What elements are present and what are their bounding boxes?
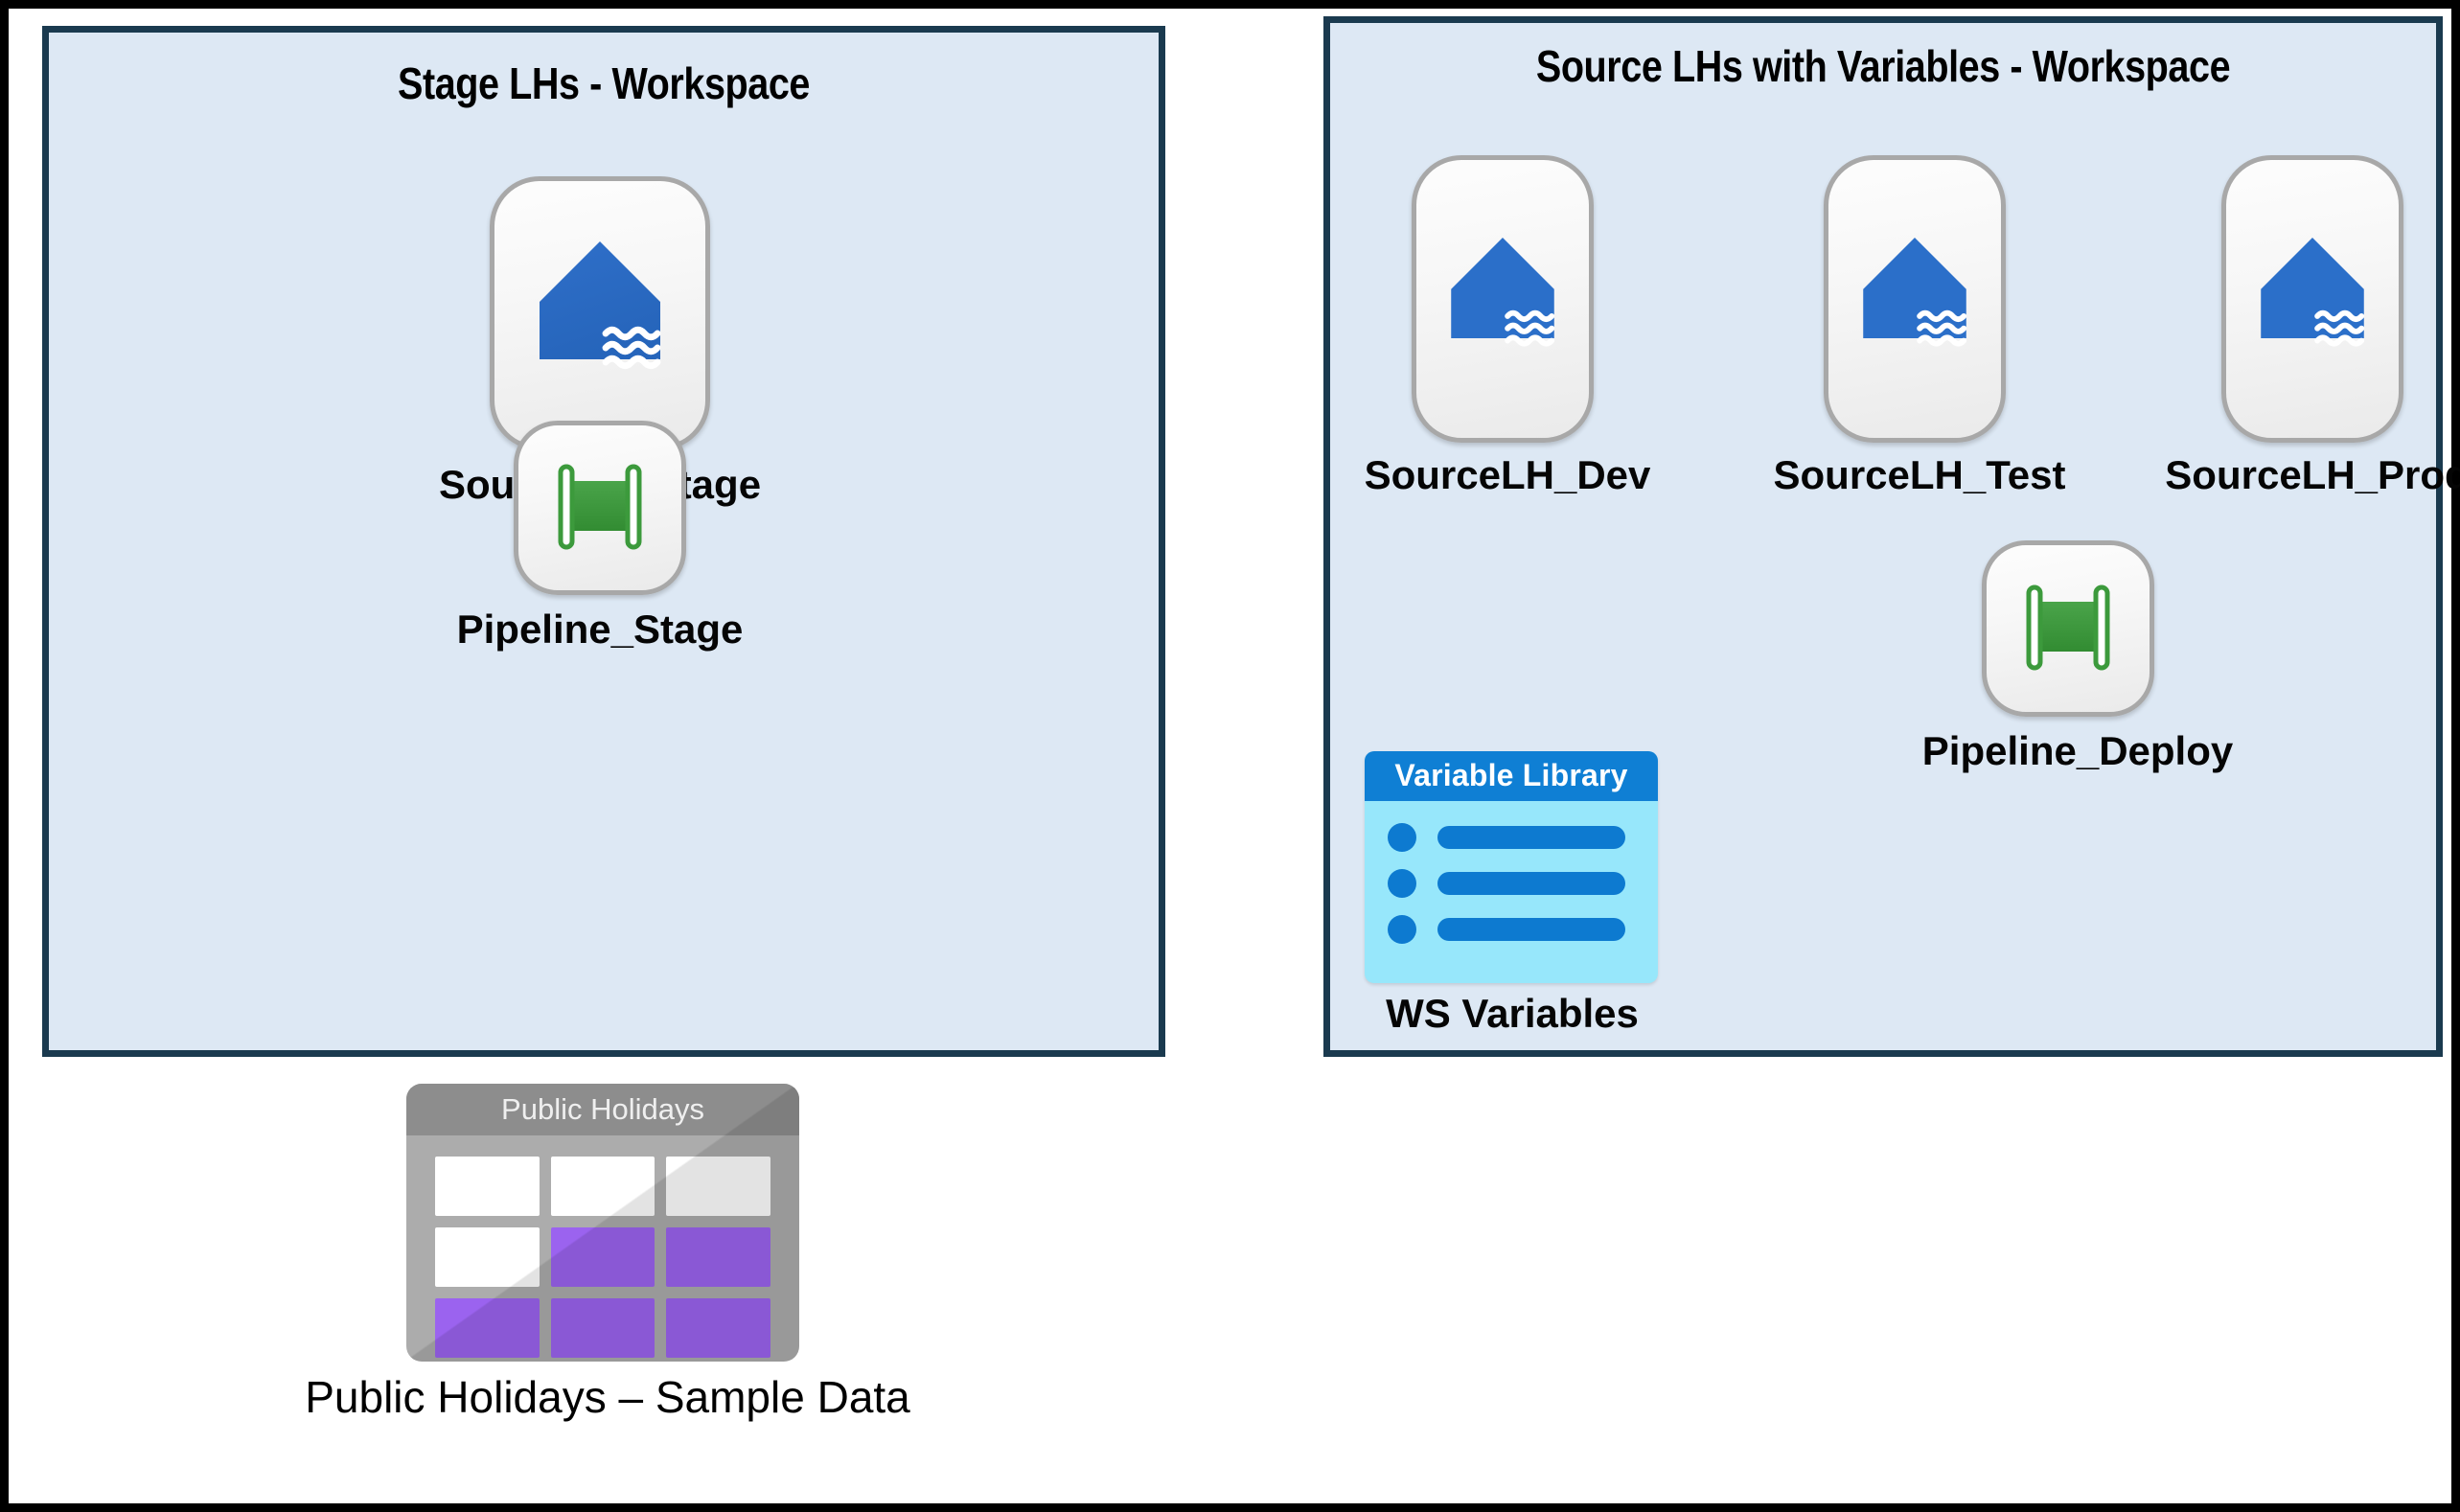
variable-library-body xyxy=(1365,801,1658,968)
table-artifact-icon[interactable]: Public Holidays xyxy=(406,1084,799,1362)
table-artifact-caption: Public Holidays – Sample Data xyxy=(305,1372,910,1422)
item-label-sourcelh-prod: SourceLH_Prod xyxy=(2165,452,2460,497)
lakehouse-icon xyxy=(528,239,672,388)
table-artifact-header: Public Holidays xyxy=(406,1084,799,1135)
variable-bar xyxy=(1437,872,1625,895)
panel-title-stage: Stage LHs - Workspace xyxy=(398,58,810,108)
item-pipeline-deploy[interactable]: Pipeline_Deploy xyxy=(1922,540,2233,847)
item-label-sourcelh-test: SourceLH_Test xyxy=(1773,452,2066,497)
lakehouse-tile-prod[interactable] xyxy=(2221,155,2403,443)
bullet-icon xyxy=(1388,915,1416,944)
variable-bar xyxy=(1437,918,1625,941)
lakehouse-icon xyxy=(1441,235,1564,363)
item-sourcelh-test[interactable]: SourceLH_Test xyxy=(1774,155,2065,519)
item-sourcelh-dev[interactable]: SourceLH_Dev xyxy=(1365,155,1650,519)
item-ws-variables[interactable]: Variable Library WS Varia xyxy=(1349,751,1675,1039)
variable-row xyxy=(1365,906,1658,952)
variable-bar xyxy=(1437,826,1625,849)
table-cell xyxy=(550,1157,655,1216)
item-label-sourcelh-dev: SourceLH_Dev xyxy=(1364,452,1651,497)
item-pipeline-stage[interactable]: Pipeline_Stage xyxy=(457,421,743,737)
item-label-pipeline-deploy: Pipeline_Deploy xyxy=(1921,728,2234,773)
variable-row xyxy=(1365,814,1658,860)
variable-library-icon[interactable]: Variable Library xyxy=(1365,751,1658,983)
lakehouse-tile-stage[interactable] xyxy=(490,176,710,450)
table-grid xyxy=(406,1135,799,1362)
bullet-icon xyxy=(1388,823,1416,852)
table-cell xyxy=(435,1157,540,1216)
lakehouse-tile-dev[interactable] xyxy=(1412,155,1594,443)
lakehouse-icon xyxy=(1853,235,1976,363)
item-public-holidays[interactable]: Public Holidays Public Holidays – Sample… xyxy=(305,1084,910,1486)
panel-title-source: Source LHs with Variables - Workspace xyxy=(1535,41,2231,91)
table-cell xyxy=(666,1157,770,1216)
bullet-icon xyxy=(1388,869,1416,898)
lakehouse-icon xyxy=(2251,235,2374,363)
pipeline-icon xyxy=(549,458,651,558)
item-label-ws-variables: WS Variables xyxy=(1386,991,1639,1036)
pipeline-tile-stage[interactable] xyxy=(514,421,686,595)
pipeline-tile-deploy[interactable] xyxy=(1982,540,2154,717)
variable-library-header: Variable Library xyxy=(1365,751,1658,801)
workspace-panel-source: Source LHs with Variables - Workspace So… xyxy=(1323,16,2460,1057)
table-cell xyxy=(666,1298,770,1358)
table-cell xyxy=(550,1227,655,1287)
table-cell xyxy=(435,1227,540,1287)
pipeline-icon xyxy=(2017,579,2119,678)
item-sourcelh-prod[interactable]: SourceLH_Prod xyxy=(2165,155,2460,519)
variable-row xyxy=(1365,860,1658,906)
table-cell xyxy=(435,1298,540,1358)
lakehouse-tile-test[interactable] xyxy=(1824,155,2006,443)
table-cell xyxy=(666,1227,770,1287)
workspace-panel-stage: Stage LHs - Workspace xyxy=(42,26,1165,1057)
item-label-pipeline-stage: Pipeline_Stage xyxy=(456,607,744,652)
table-cell xyxy=(550,1298,655,1358)
